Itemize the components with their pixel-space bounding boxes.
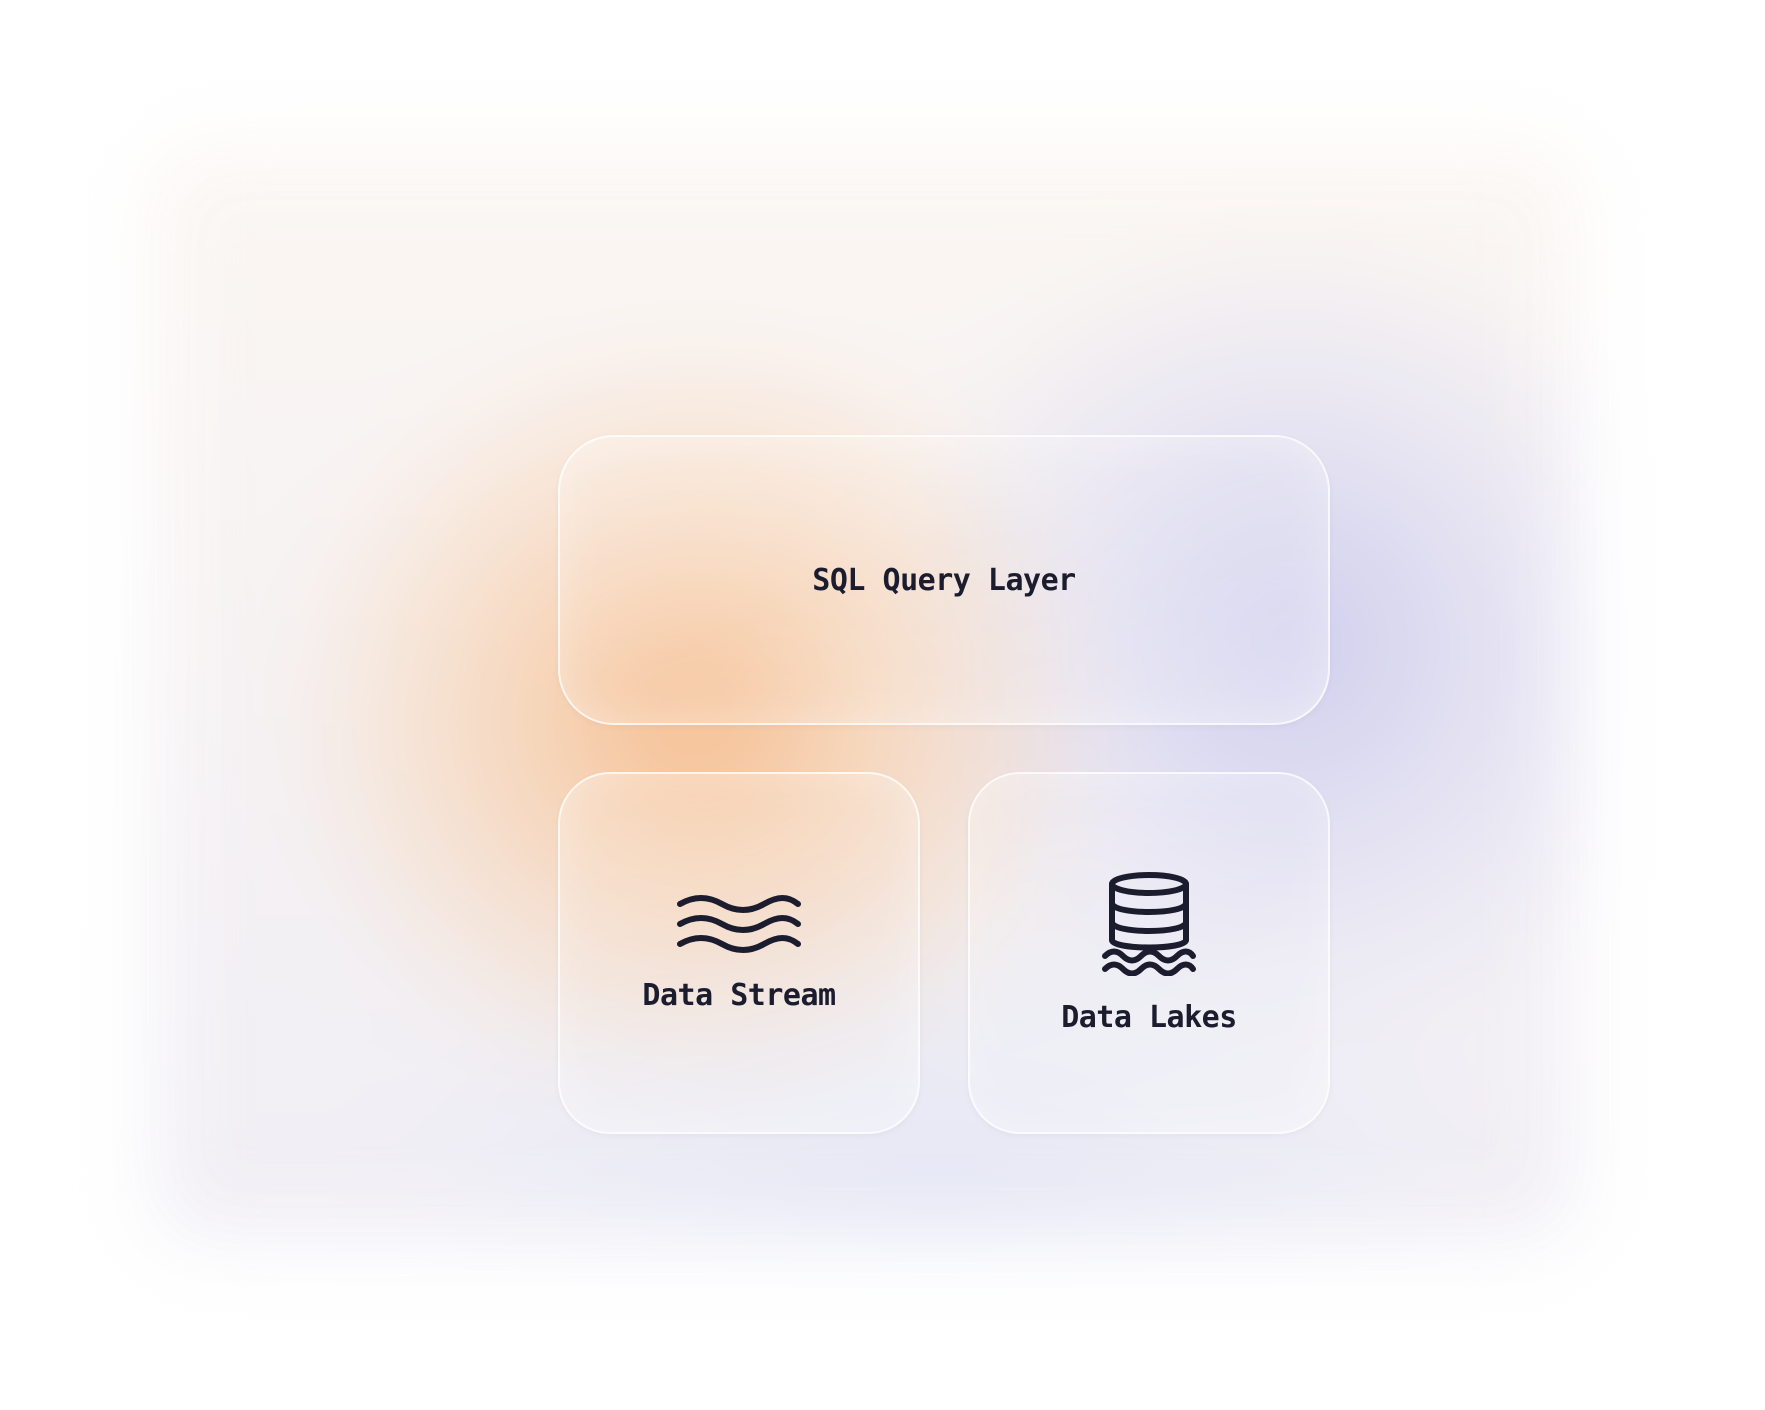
data-lakes-box: Data Lakes xyxy=(968,772,1330,1134)
sql-query-layer-box: SQL Query Layer xyxy=(558,435,1330,725)
data-stream-label: Data Stream xyxy=(642,977,836,1013)
database-lake-icon xyxy=(1101,871,1197,976)
sql-query-layer-label: SQL Query Layer xyxy=(812,562,1076,598)
data-lakes-label: Data Lakes xyxy=(1061,999,1237,1035)
data-stream-box: Data Stream xyxy=(558,772,920,1134)
gradient-backdrop xyxy=(155,150,1575,1240)
waves-icon xyxy=(676,894,802,954)
